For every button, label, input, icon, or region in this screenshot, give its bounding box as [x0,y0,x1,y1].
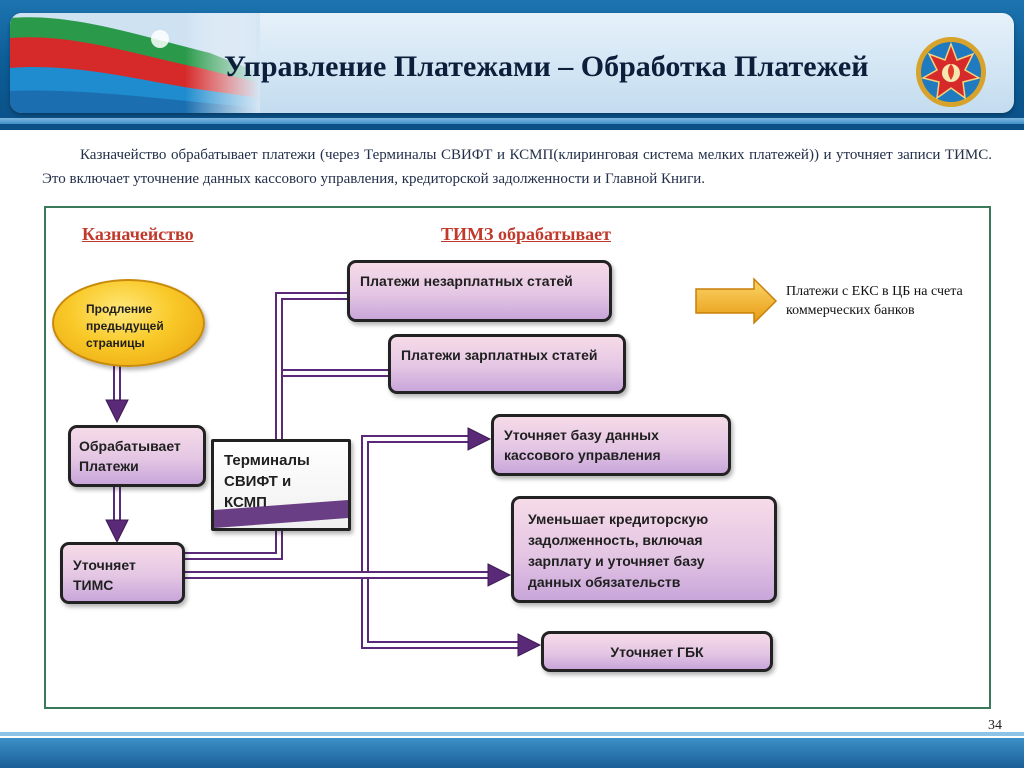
continuation-oval: Продление предыдущей страницы [52,279,205,367]
connector-tims-updates [361,435,520,649]
connector-tims-payments [184,292,390,560]
header-divider [0,118,1024,124]
connector-tims-payables [184,571,490,579]
page-number: 34 [988,718,1002,733]
arrowhead-tims [105,519,129,544]
legend-arrow-icon [695,277,778,325]
connector-process-tims [113,486,121,520]
timz-header: ТИМЗ обрабатывает [441,224,611,244]
update-cash-db-box: Уточняет базу данных кассового управлени… [491,414,731,476]
legend-note: Платежи с ЕКС в ЦБ на счета коммерческих… [786,284,963,318]
arrowhead-gl [517,633,542,657]
connector-oval-process [113,366,121,400]
footer-banner [0,738,1024,768]
arrowhead-cash-db [467,427,492,451]
reduce-payables-box: Уменьшает кредиторскую задолженность, вк… [511,496,777,603]
process-payments-box: Обрабатывает Платежи [68,425,206,487]
arrowhead-payables [487,563,512,587]
flag-icon [10,13,260,113]
page-title: Управление Платежами – Обработка Платеже… [224,50,869,83]
footer-divider [0,732,1024,736]
arrowhead-process [105,399,129,424]
treasury-header: Казначейство [82,224,194,244]
intro-paragraph: Казначейство обрабатывает платежи (через… [42,147,992,187]
update-gl-box: Уточняет ГБК [541,631,773,672]
payroll-payments-box: Платежи зарплатных статей [388,334,626,394]
nonpayroll-payments-box: Платежи незарплатных статей [347,260,612,322]
update-tims-box: Уточняет ТИМС [60,542,185,604]
state-emblem-icon [915,36,987,108]
